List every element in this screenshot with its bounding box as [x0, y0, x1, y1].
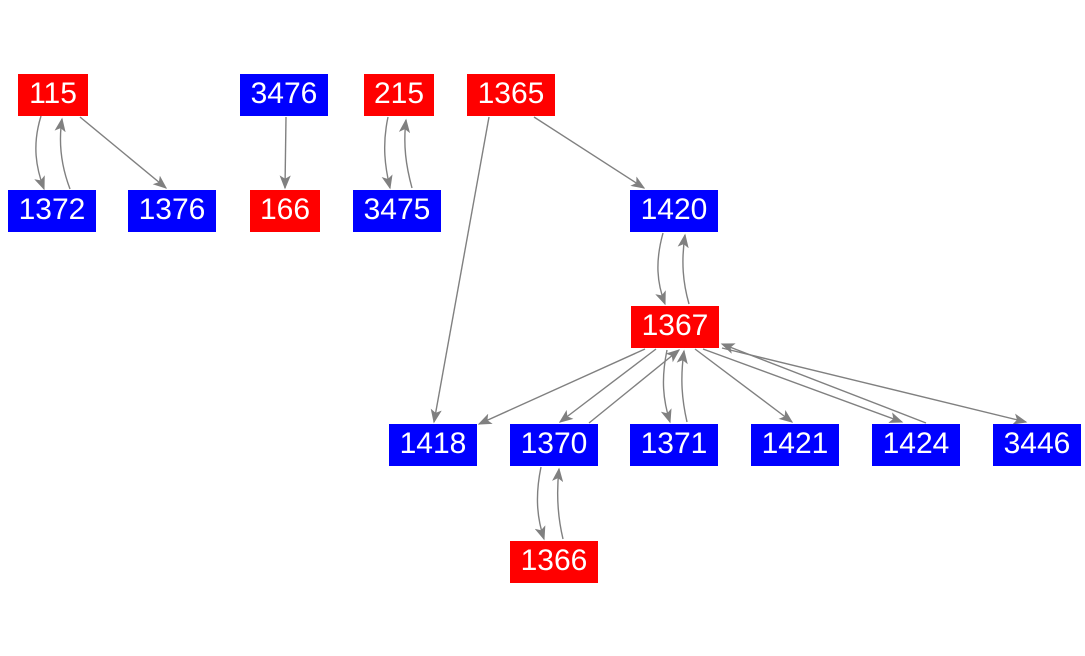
edge-215-to-3475: [381, 116, 393, 190]
graph-node-1371[interactable]: 1371: [630, 424, 718, 466]
graph-node-1366[interactable]: 1366: [510, 541, 598, 583]
edge-1370-to-1366: [534, 466, 546, 541]
graph-node-215[interactable]: 215: [364, 74, 434, 116]
graph-node-label: 1365: [477, 77, 545, 110]
graph-node-1376[interactable]: 1376: [128, 190, 216, 232]
graph-node-label: 3476: [250, 77, 318, 110]
edge-1424-to-1367: [720, 343, 927, 424]
graph-node-1372[interactable]: 1372: [8, 190, 96, 232]
graph-node-1421[interactable]: 1421: [751, 424, 839, 466]
graph-node-label: 1420: [640, 193, 708, 226]
graph-node-1367[interactable]: 1367: [631, 306, 719, 348]
edge-1367-to-1370: [558, 348, 657, 423]
graph-node-1424[interactable]: 1424: [872, 424, 960, 466]
edge-1372-to-115: [54, 117, 71, 190]
edge-115-to-1376: [79, 116, 168, 189]
graph-node-label: 1370: [520, 427, 588, 460]
edge-1370-to-1367: [588, 349, 681, 424]
graph-node-label: 1418: [399, 427, 467, 460]
graph-node-label: 1372: [18, 193, 86, 226]
edge-1365-to-1418: [430, 116, 490, 424]
edge-3475-to-215: [398, 118, 413, 189]
edge-115-to-1372: [34, 115, 45, 191]
graph-node-label: 3475: [363, 193, 431, 226]
graph-node-3476[interactable]: 3476: [240, 74, 328, 116]
edge-1420-to-1367: [655, 232, 666, 306]
graph-node-label: 166: [259, 193, 311, 226]
edge-1366-to-1370: [552, 467, 564, 540]
graph-node-label: 1366: [520, 544, 588, 577]
graph-node-166[interactable]: 166: [250, 190, 320, 232]
edge-1367-to-3446: [721, 347, 1028, 425]
edge-1367-to-1421: [694, 348, 794, 423]
graph-node-label: 1424: [882, 427, 950, 460]
edge-1367-to-1420: [677, 233, 690, 305]
graph-node-3446[interactable]: 3446: [993, 424, 1081, 466]
edge-1371-to-1367: [676, 349, 688, 423]
edge-1367-to-1424: [702, 348, 904, 423]
edge-1365-to-1420: [533, 116, 646, 189]
edge-1367-to-1371: [660, 349, 672, 424]
graph-node-1370[interactable]: 1370: [510, 424, 598, 466]
graph-node-label: 3446: [1003, 427, 1071, 460]
graph-node-label: 1371: [640, 427, 708, 460]
graph-node-115[interactable]: 115: [18, 74, 88, 116]
graph-node-1420[interactable]: 1420: [630, 190, 718, 232]
graph-node-label: 1376: [138, 193, 206, 226]
graph-node-label: 1421: [761, 427, 829, 460]
edge-paths: [34, 115, 1028, 541]
graph-node-3475[interactable]: 3475: [353, 190, 441, 232]
edge-3476-to-166: [279, 116, 291, 190]
edge-1367-to-1418: [477, 348, 646, 425]
graph-node-label: 115: [29, 77, 77, 110]
graph-node-label: 1367: [641, 309, 709, 342]
graph-node-label: 215: [373, 77, 425, 110]
graph-node-1365[interactable]: 1365: [467, 74, 555, 116]
graph-node-1418[interactable]: 1418: [389, 424, 477, 466]
